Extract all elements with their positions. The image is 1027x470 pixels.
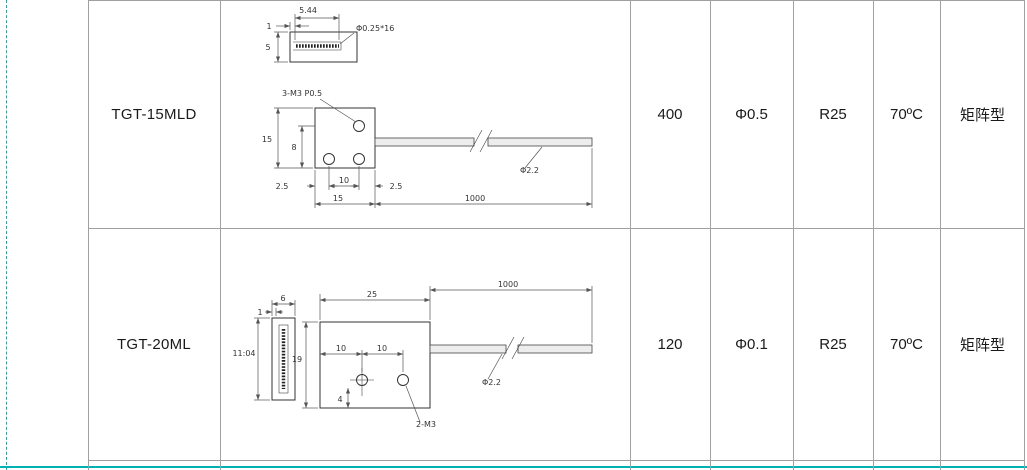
model-name: TGT-15MLD bbox=[111, 105, 197, 123]
table-grid-line bbox=[88, 228, 1025, 229]
dimension-label: 6 bbox=[280, 294, 285, 303]
dimension-label: 2.5 bbox=[390, 182, 403, 191]
dimension-label: 3-M3 P0.5 bbox=[282, 89, 322, 98]
dimension-lines bbox=[302, 286, 593, 423]
dimension-lines bbox=[274, 14, 355, 63]
dimension-label: 4 bbox=[337, 395, 342, 404]
dimension-label: 15 bbox=[262, 135, 272, 144]
spec-fiber-diameter: Φ0.1 bbox=[735, 335, 768, 353]
dimension-label: Φ2.2 bbox=[520, 166, 539, 175]
spec-sensing-distance: 120 bbox=[657, 335, 683, 353]
mounting-hole bbox=[397, 374, 409, 386]
spec-bend-radius: R25 bbox=[819, 335, 847, 353]
spec-temperature: 70ºC bbox=[890, 335, 923, 353]
fiber-cable bbox=[374, 129, 593, 153]
dimension-label: 10 bbox=[339, 176, 349, 185]
dimension-label: 10 bbox=[336, 344, 346, 353]
spec-type: 矩阵型 bbox=[959, 106, 1005, 124]
sensor-head-front-view bbox=[319, 321, 431, 409]
fiber-cable bbox=[429, 336, 593, 360]
table-grid-line bbox=[88, 0, 89, 470]
page-boundary-line bbox=[0, 466, 1027, 468]
table-grid-line bbox=[88, 0, 1025, 1]
technical-drawing-tgt-20ml: 6 1 11:04 10 10 19 4 2-M3 25 1000 bbox=[232, 280, 593, 429]
table-grid-line bbox=[873, 0, 874, 470]
technical-drawing-tgt-15mld: 5.44 1 5 Φ0.25*16 3-M3 P0.5 15 8 2.5 10 … bbox=[262, 6, 593, 208]
table-grid-line bbox=[88, 460, 1025, 461]
page-margin-line bbox=[6, 0, 7, 470]
table-grid-line bbox=[793, 0, 794, 470]
dimension-label: 15 bbox=[333, 194, 343, 203]
dimension-label: 1000 bbox=[498, 280, 518, 289]
mounting-hole bbox=[353, 153, 365, 165]
mounting-hole bbox=[353, 120, 365, 132]
table-grid-line bbox=[630, 0, 631, 470]
table-grid-line bbox=[940, 0, 941, 470]
table-grid-line bbox=[710, 0, 711, 470]
dimension-label: 8 bbox=[291, 143, 296, 152]
cable-break-mark bbox=[511, 336, 525, 360]
table-grid-line bbox=[220, 0, 221, 470]
mounting-hole bbox=[323, 153, 335, 165]
table-grid-line bbox=[1024, 0, 1025, 470]
dimension-label: 1 bbox=[257, 308, 262, 317]
model-name: TGT-20ML bbox=[116, 335, 192, 353]
spec-type: 矩阵型 bbox=[959, 336, 1005, 354]
sensor-head-front-view bbox=[314, 107, 376, 169]
dimension-label: Φ0.25*16 bbox=[356, 24, 394, 33]
dimension-label: 11:04 bbox=[232, 349, 255, 358]
dimension-label: 5.44 bbox=[299, 6, 317, 15]
dimension-lines bbox=[254, 300, 296, 401]
sensor-head-side-view bbox=[271, 317, 296, 401]
dimension-label: 2.5 bbox=[276, 182, 289, 191]
dimension-label: 25 bbox=[367, 290, 377, 299]
dimension-lines bbox=[274, 98, 593, 208]
dimension-label: Φ2.2 bbox=[482, 378, 501, 387]
spec-sensing-distance: 400 bbox=[657, 105, 683, 123]
sensor-head-side-view bbox=[289, 31, 358, 63]
cable-break-mark bbox=[501, 336, 515, 360]
spec-bend-radius: R25 bbox=[819, 105, 847, 123]
dimension-label: 1000 bbox=[465, 194, 485, 203]
dimension-label: 1 bbox=[266, 22, 271, 31]
spec-temperature: 70ºC bbox=[890, 105, 923, 123]
dimension-label: 2-M3 bbox=[416, 420, 436, 429]
dimension-label: 19 bbox=[292, 355, 302, 364]
dimension-label: 10 bbox=[377, 344, 387, 353]
dimension-label: 5 bbox=[265, 43, 270, 52]
spec-fiber-diameter: Φ0.5 bbox=[735, 105, 768, 123]
cable-break-mark bbox=[479, 129, 493, 153]
cable-break-mark bbox=[469, 129, 483, 153]
